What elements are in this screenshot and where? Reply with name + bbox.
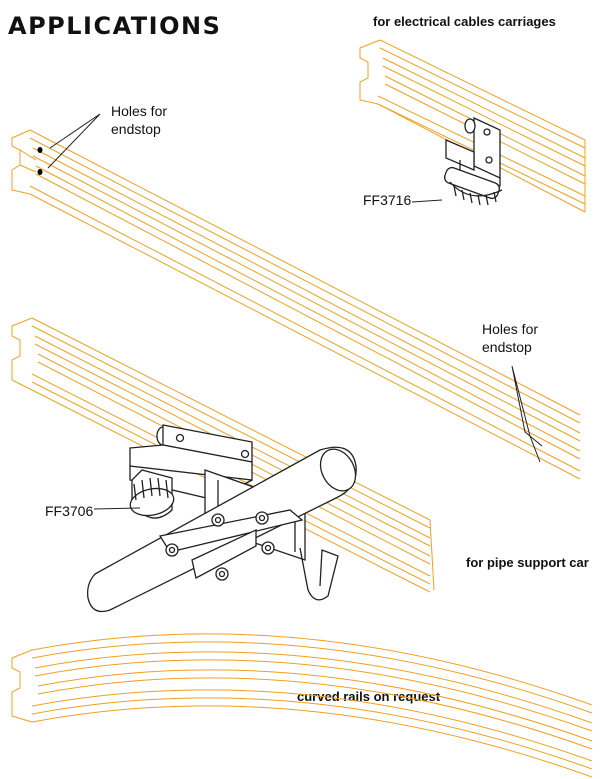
caption-pipe-support: for pipe support car <box>466 555 589 570</box>
long-rail <box>11 129 581 480</box>
cable-carriage-ff3716 <box>443 116 503 206</box>
part-label-ff3706: FF3706 <box>45 503 94 519</box>
part-label-ff3716: FF3716 <box>363 192 412 208</box>
page-title: APPLICATIONS <box>8 12 222 40</box>
pipe-support-ff3706 <box>87 424 357 613</box>
note-holes-for-endstop-left: Holes for endstop <box>111 103 168 137</box>
leader-lines <box>47 113 543 510</box>
caption-curved-rails: curved rails on request <box>297 689 441 704</box>
curved-rail <box>11 633 593 778</box>
caption-electrical-carriages: for electrical cables carriages <box>373 14 556 29</box>
note-holes-for-endstop-right: Holes for endstop <box>482 321 539 355</box>
